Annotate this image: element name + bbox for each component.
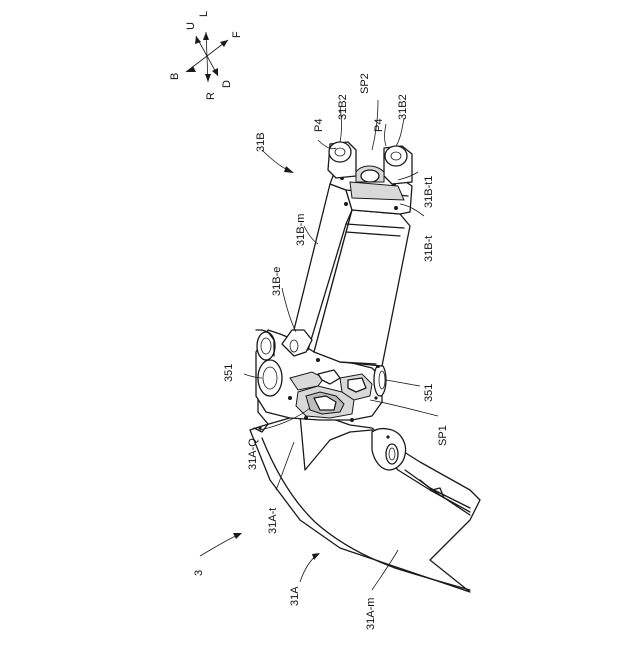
direction-down-label: D <box>221 80 233 88</box>
label-31A: 31A <box>289 586 301 606</box>
label-31A-t: 31A-t <box>267 508 279 534</box>
direction-up-label: U <box>185 22 197 30</box>
direction-compass: U L F B R D <box>169 11 243 100</box>
direction-front-label: F <box>231 31 243 38</box>
upper-arm-body <box>282 142 412 366</box>
label-P4-right: P4 <box>373 119 385 132</box>
direction-left-label: L <box>198 11 210 17</box>
label-31B-e: 31B-e <box>271 267 283 296</box>
label-31B: 31B <box>255 132 267 152</box>
label-SP1: SP1 <box>437 425 449 446</box>
label-31B-t: 31B-t <box>423 236 435 262</box>
label-31A-m: 31A-m <box>365 598 377 630</box>
direction-right-label: R <box>205 92 217 100</box>
label-31B2-left: 31B2 <box>337 94 349 120</box>
direction-back-label: B <box>169 73 181 80</box>
label-351-right: 351 <box>423 384 435 402</box>
label-31A-Q: 31A-Q <box>247 438 259 470</box>
label-SP2: SP2 <box>359 73 371 94</box>
label-31B2-right: 31B2 <box>397 94 409 120</box>
label-31B-t1: 31B-t1 <box>423 176 435 208</box>
label-351-left: 351 <box>223 364 235 382</box>
label-3: 3 <box>193 570 205 576</box>
label-31B-m: 31B-m <box>295 214 307 246</box>
label-P4-left: P4 <box>313 119 325 132</box>
